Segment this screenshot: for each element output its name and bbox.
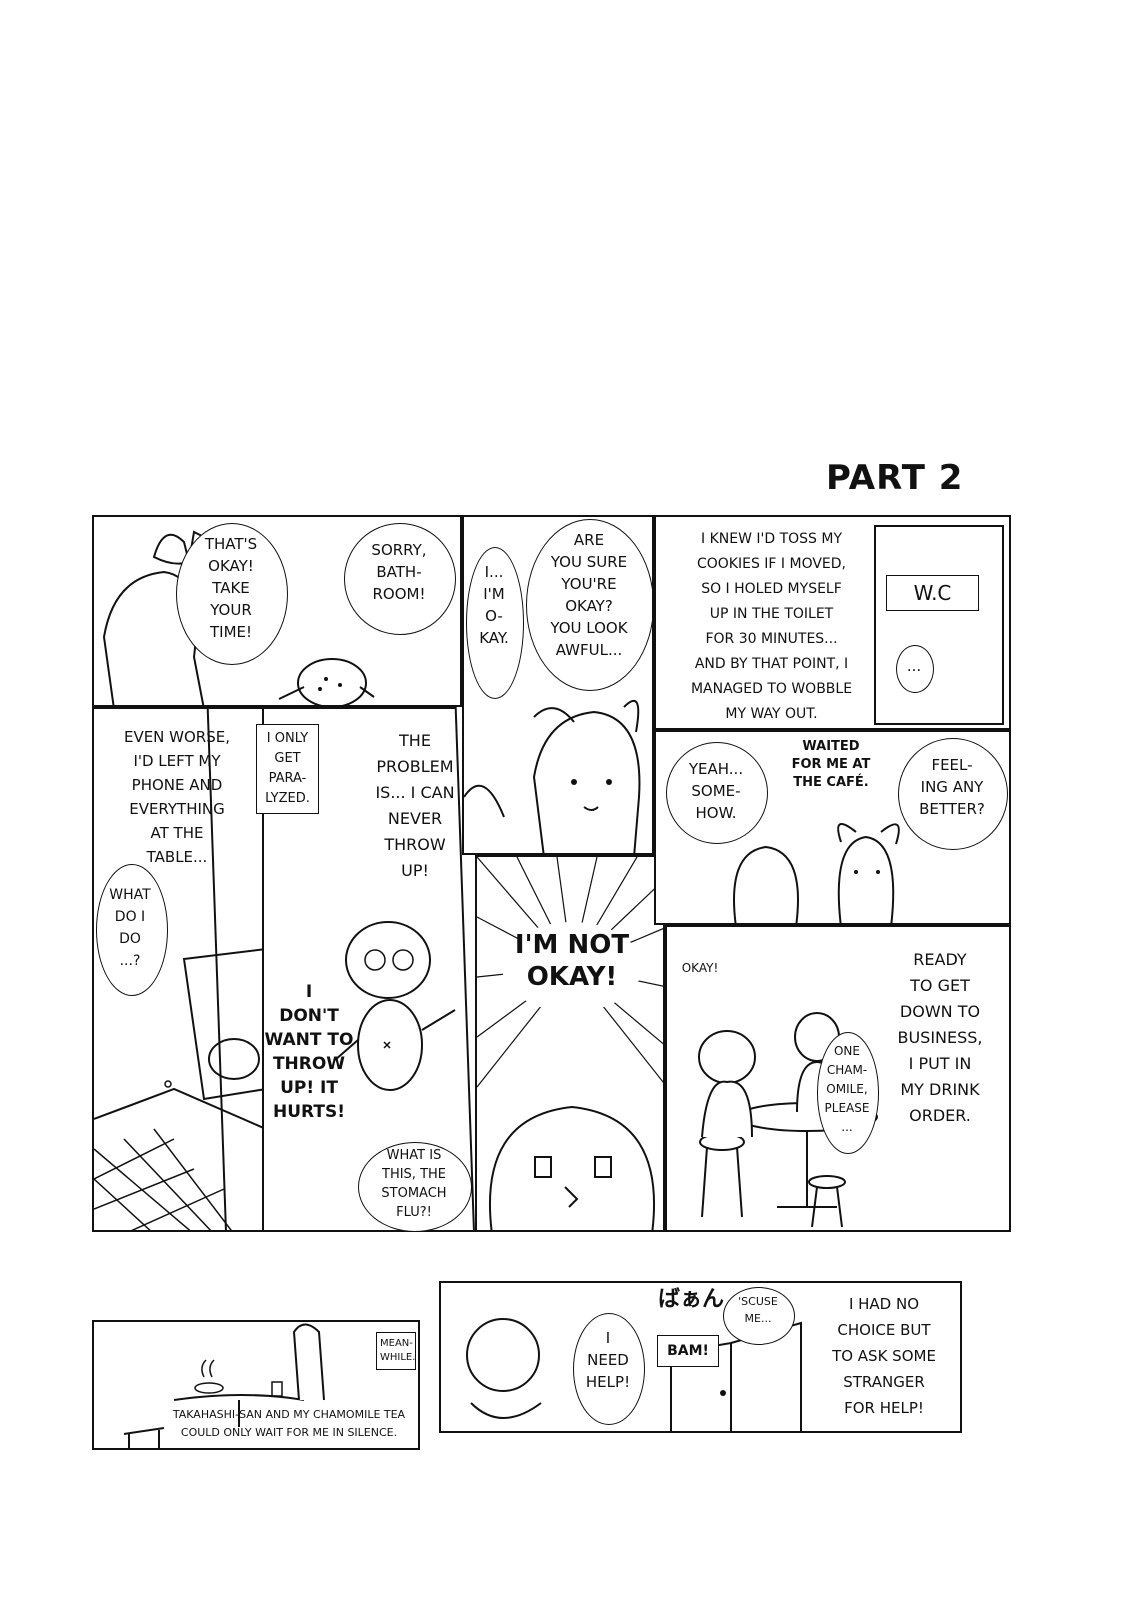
speech-left: THAT'S OKAY! TAKE YOUR TIME!	[204, 535, 258, 641]
panel-6-art	[477, 857, 663, 1230]
sfx-bam: BAM!	[657, 1335, 719, 1367]
speech-left: I... I'M O- KAY.	[479, 563, 509, 647]
narration: I KNEW I'D TOSS MY COOKIES IF I MOVED, S…	[690, 531, 853, 722]
panel-6: I'M NOT OKAY!	[475, 855, 665, 1232]
wc-sign: W.C	[886, 575, 979, 611]
sfx-japanese: ばぁん	[657, 1287, 724, 1312]
panel-2-art	[464, 700, 641, 853]
speech-right: ARE YOU SURE YOU'RE OKAY? YOU LOOK AWFUL…	[550, 531, 628, 659]
toilet-door: W.C ...	[874, 525, 1004, 725]
panel-5-content: I ONLY GET PARA- LYZED. THE PROBLEM IS..…	[240, 710, 475, 1232]
speech-right: FEEL- ING ANY BETTER?	[919, 756, 985, 818]
shout: I DON'T WANT TO THROW UP! IT HURTS!	[264, 982, 354, 1122]
panel-3: I KNEW I'D TOSS MY COOKIES IF I MOVED, S…	[654, 515, 1011, 730]
panel-10: ばぁん BAM! I NEED HELP! 'SCUSE ME... I HAD…	[439, 1281, 962, 1433]
panel-8: OKAY! READY TO GET DOWN TO BUSINESS, I P…	[665, 925, 1011, 1232]
panel-4-art	[94, 948, 262, 1230]
panel-4: EVEN WORSE, I'D LEFT MY PHONE AND EVERYT…	[92, 707, 264, 1232]
excuse: 'SCUSE ME...	[738, 1295, 778, 1325]
page-title: PART 2	[826, 458, 964, 498]
order-speech: ONE CHAM- OMILE, PLEASE ...	[824, 1044, 870, 1134]
small-speech: OKAY!	[681, 961, 719, 975]
caption: TAKAHASHI-SAN AND MY CHAMOMILE TEA COULD…	[172, 1408, 406, 1439]
narration: EVEN WORSE, I'D LEFT MY PHONE AND EVERYT…	[123, 728, 231, 866]
note: WAITED FOR ME AT THE CAFÉ.	[791, 739, 871, 790]
plea: I NEED HELP!	[585, 1329, 631, 1391]
thought: WHAT DO I DO ...?	[109, 887, 151, 969]
shout: I'M NOT OKAY!	[514, 930, 630, 992]
question: WHAT IS THIS, THE STOMACH FLU?!	[381, 1148, 447, 1220]
panel-5-art	[334, 921, 456, 1091]
panel-1-art	[102, 530, 375, 705]
dots: ...	[906, 657, 922, 675]
panel-9-art	[123, 1323, 325, 1448]
narration: THE PROBLEM IS... I CAN NEVER THROW UP!	[375, 731, 455, 880]
panel-9: MEAN- WHILE. TAKAHASHI-SAN AND MY CHAMOM…	[92, 1320, 420, 1450]
meanwhile-box: MEAN- WHILE.	[376, 1332, 416, 1370]
speech-right: SORRY, BATH- ROOM!	[371, 541, 427, 603]
panel-7-art	[733, 823, 900, 923]
speech-left: YEAH... SOME- HOW.	[688, 760, 744, 822]
panel-2: I... I'M O- KAY. ARE YOU SURE YOU'RE OKA…	[462, 515, 654, 855]
narration: READY TO GET DOWN TO BUSINESS, I PUT IN …	[897, 950, 983, 1125]
panel-1: THAT'S OKAY! TAKE YOUR TIME! SORRY, BATH…	[92, 515, 462, 707]
panel-7: YEAH... SOME- HOW. WAITED FOR ME AT THE …	[654, 730, 1011, 925]
narration: I HAD NO CHOICE BUT TO ASK SOME STRANGER…	[832, 1295, 936, 1417]
boxed-note: I ONLY GET PARA- LYZED.	[256, 724, 319, 814]
